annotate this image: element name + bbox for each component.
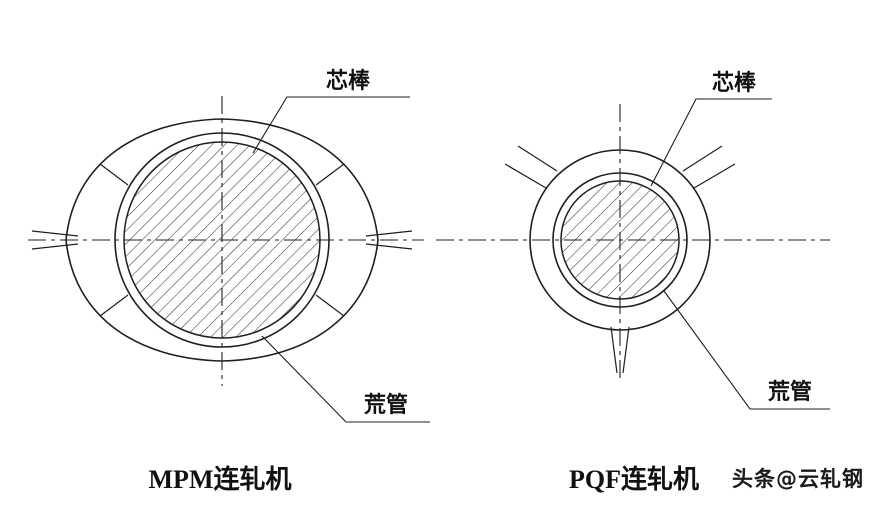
pqf-tube-label: 荒管 <box>768 379 812 405</box>
pqf-caption: PQF连轧机 <box>569 465 699 494</box>
pqf-tube-leader-line <box>663 290 830 410</box>
mpm-caption: MPM连轧机 <box>149 465 292 494</box>
pqf-parting-upper-right-a <box>693 163 736 189</box>
pqf-mandrel-label: 芯棒 <box>712 71 757 96</box>
pqf-diagram: 芯棒 荒管 PQF连轧机 <box>436 71 830 494</box>
mpm-right-gap-line-bottom <box>365 243 413 250</box>
pqf-parting-upper-right-b <box>682 145 723 172</box>
mpm-mandrel-hatched-circle <box>123 141 321 339</box>
mpm-right-gap-line-top <box>365 230 413 237</box>
mpm-roll-groove-outline <box>65 118 379 362</box>
pqf-tube-shell-circle <box>552 172 688 308</box>
mpm-flange-line-lower-left <box>99 294 129 317</box>
mpm-mandrel-leader-line <box>252 96 410 154</box>
mpm-diagram: 芯棒 荒管 MPM连轧机 <box>28 69 430 494</box>
pqf-parting-upper-left-b <box>517 145 558 172</box>
pqf-parting-upper-left-a <box>504 163 547 189</box>
mpm-left-gap-line-top <box>31 230 79 237</box>
mpm-flange-line-lower-right <box>315 294 345 317</box>
watermark-text: 头条@云轧钢 <box>732 467 864 491</box>
pqf-parting-bottom-a <box>610 326 618 374</box>
pqf-roll-groove-outline <box>529 149 711 331</box>
mpm-flange-line-upper-right <box>315 163 345 186</box>
mpm-tube-leader-line <box>261 335 430 423</box>
pqf-parting-bottom-b <box>622 326 630 374</box>
pqf-mandrel-leader-line <box>650 98 772 187</box>
pqf-mandrel-hatched-circle <box>560 180 680 300</box>
mpm-tube-label: 荒管 <box>364 392 408 418</box>
mpm-tube-shell-circle <box>114 132 330 348</box>
mpm-mandrel-label: 芯棒 <box>326 69 371 94</box>
mpm-flange-line-upper-left <box>99 163 129 186</box>
mpm-left-gap-line-bottom <box>31 243 79 250</box>
